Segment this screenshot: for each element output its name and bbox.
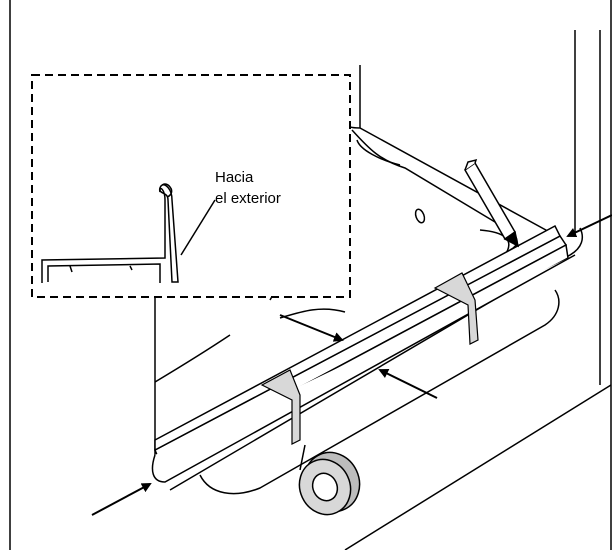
tape-strip-left	[260, 369, 301, 445]
tape-roll-icon	[298, 444, 361, 516]
tape-strip-right	[433, 272, 479, 345]
page-frame	[9, 0, 612, 550]
detail-inset: Hacia el exterior	[31, 74, 351, 298]
arrows	[91, 214, 612, 516]
track-profile-icon	[41, 183, 216, 283]
callout-leader	[180, 199, 216, 256]
callout-label-line2: el exterior	[215, 190, 281, 207]
arrow-upper-track	[279, 314, 344, 342]
arrow-left-end	[91, 483, 152, 516]
arrow-mid-track	[378, 369, 438, 399]
pencil-icon	[464, 158, 520, 248]
tub-walls	[154, 30, 612, 550]
arrow-right-edge	[566, 214, 612, 238]
callout-label-line1: Hacia	[215, 169, 254, 186]
